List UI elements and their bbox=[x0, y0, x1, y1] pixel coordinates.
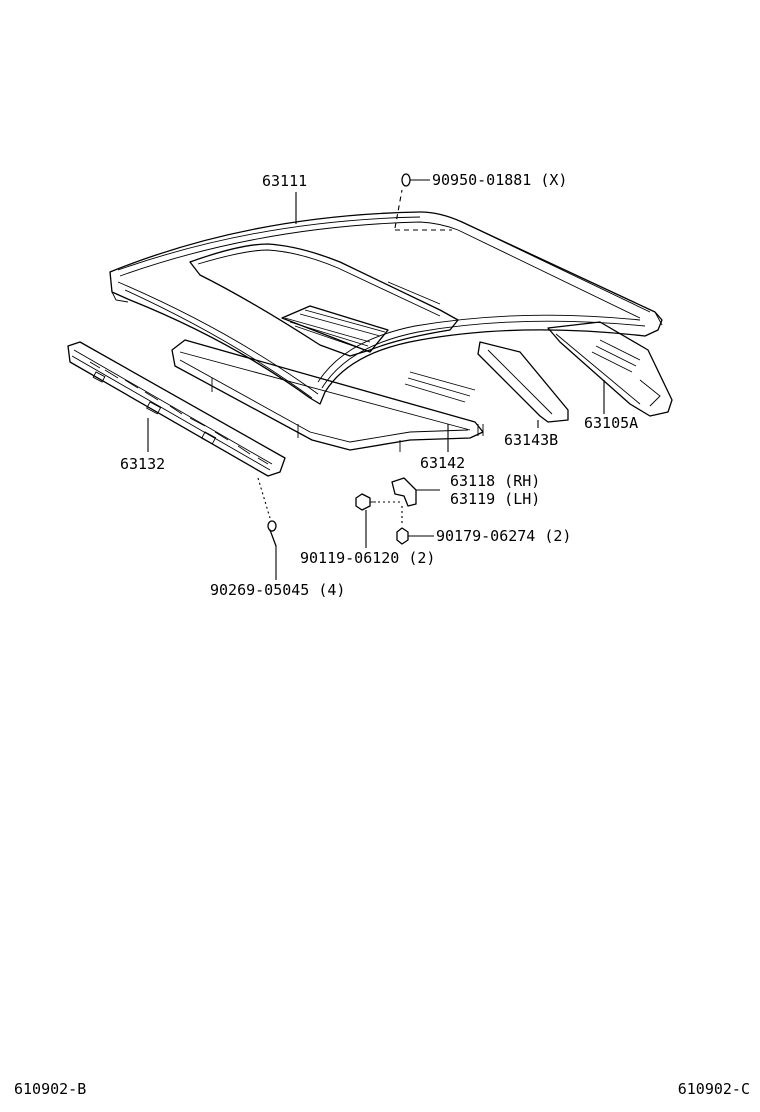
label-bracket-rh: 63118 (RH) bbox=[450, 472, 540, 490]
clip-icon bbox=[267, 520, 277, 547]
nut-icon bbox=[396, 527, 434, 545]
label-plug: 90950-01881 (X) bbox=[432, 171, 567, 189]
roof-bow bbox=[477, 341, 569, 423]
label-roof-bow: 63143B bbox=[504, 431, 558, 449]
label-bolt: 90119-06120 (2) bbox=[300, 549, 435, 567]
diagram-code-left: 610902-B bbox=[14, 1080, 87, 1098]
label-nut: 90179-06274 (2) bbox=[436, 527, 571, 545]
vent-slots bbox=[281, 305, 389, 353]
label-front-header: 63132 bbox=[120, 455, 165, 473]
label-bracket-lh: 63119 (LH) bbox=[450, 490, 540, 508]
roof-panel bbox=[109, 211, 663, 405]
plug-icon bbox=[401, 173, 430, 187]
diagram-code-right: 610902-C bbox=[677, 1080, 750, 1098]
label-clip: 90269-05045 (4) bbox=[210, 581, 345, 599]
label-rear-rail: 63105A bbox=[584, 414, 638, 432]
sunroof-reinforcement-frame bbox=[171, 339, 484, 452]
clip-alignment-line bbox=[257, 477, 271, 519]
bolt-icon bbox=[355, 493, 376, 511]
front-header-panel bbox=[67, 341, 286, 477]
rear-roof-rail bbox=[547, 321, 673, 417]
roof-bracket bbox=[391, 477, 440, 507]
label-roof-panel: 63111 bbox=[262, 172, 307, 190]
label-sunroof-reinforcement: 63142 bbox=[420, 454, 465, 472]
